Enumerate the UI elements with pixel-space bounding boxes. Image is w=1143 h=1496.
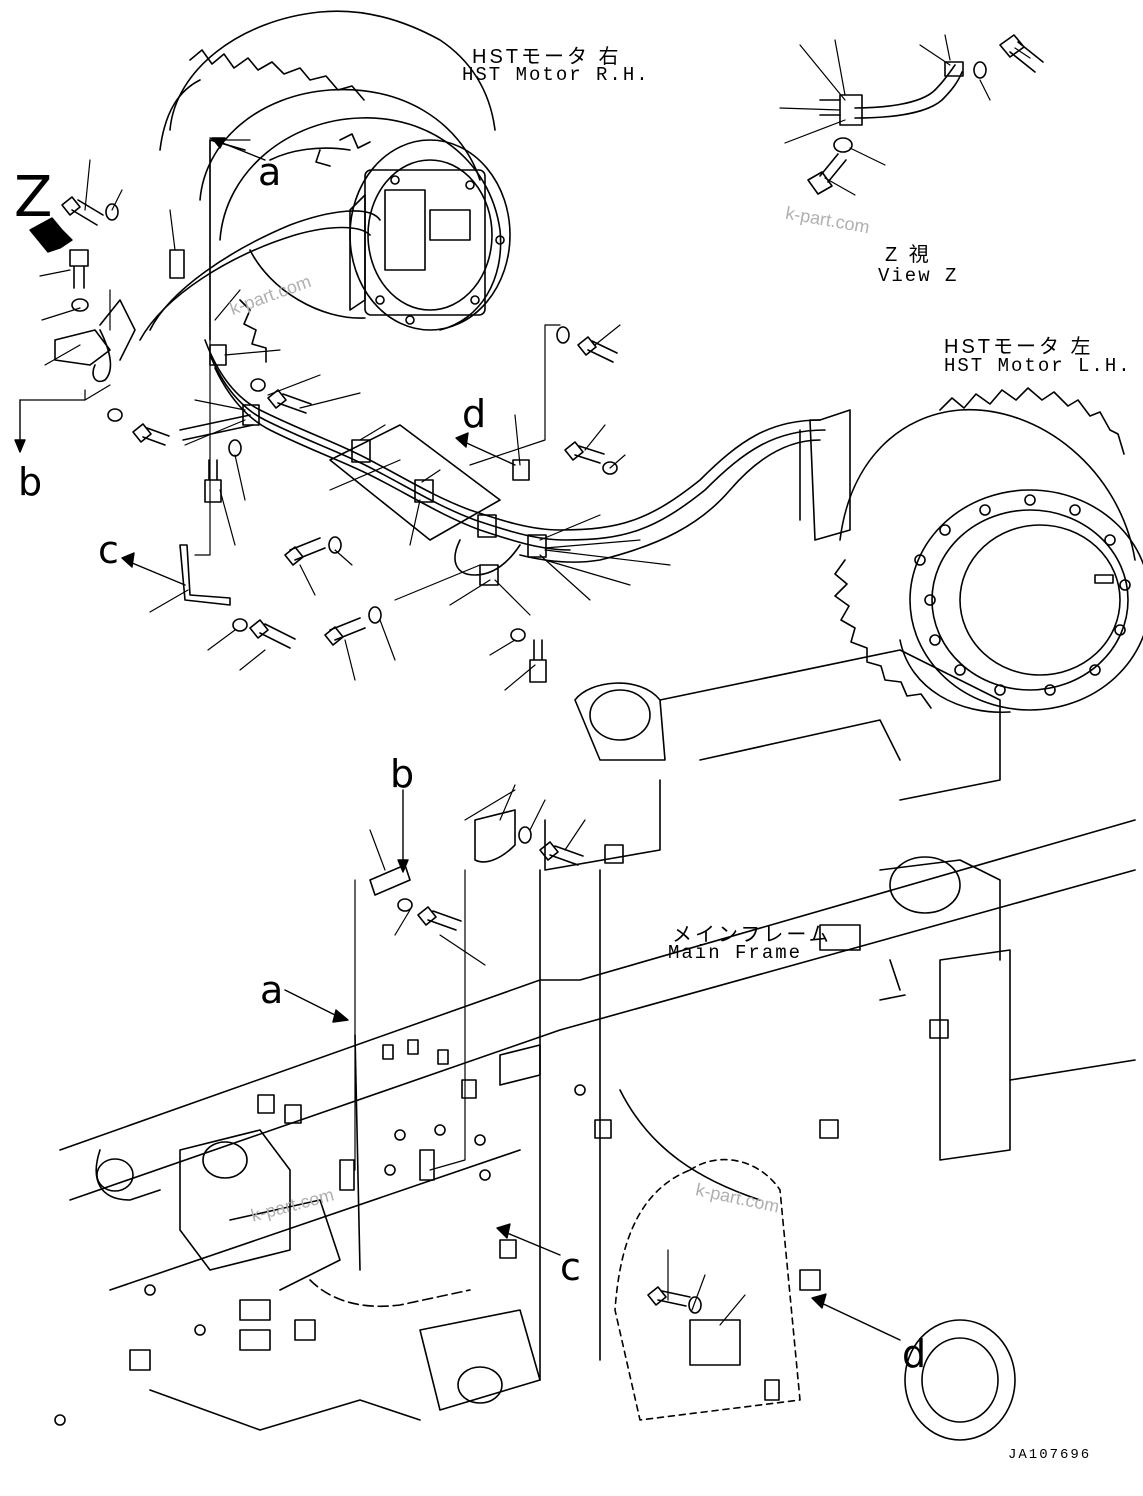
view-z-label-jp: Z 視 (885, 244, 932, 266)
main-frame-drawing (55, 650, 1135, 1440)
upper-fasteners (55, 197, 617, 682)
ref-b-lower: b (390, 752, 415, 796)
hst-motor-rh-drawing (160, 11, 510, 362)
leader-lines (20, 35, 1030, 1325)
ref-d-upper: d (462, 392, 487, 436)
ref-a-upper: a (258, 150, 282, 194)
ref-d-lower: d (902, 1332, 927, 1376)
motor-lh-label-jp: HSTモータ 左 (944, 336, 1094, 358)
main-frame-label-en: Main Frame (668, 942, 803, 964)
hose-routing (93, 211, 825, 575)
view-z-label-en: View Z (878, 265, 959, 287)
view-z-detail (808, 35, 1043, 194)
ref-c-lower: c (560, 1245, 581, 1289)
motor-lh-label-en: HST Motor L.H. (944, 355, 1132, 377)
motor-rh-label-jp: HSTモータ 右 (472, 46, 622, 68)
view-ref-z: Z (14, 165, 53, 230)
hst-motor-lh-drawing (800, 388, 1143, 712)
ref-c-upper: c (98, 528, 119, 572)
ref-a-lower: a (260, 968, 284, 1012)
ref-b-upper: b (18, 460, 43, 504)
motor-rh-label-en: HST Motor R.H. (462, 64, 650, 86)
drawing-code: JA107696 (1008, 1447, 1092, 1463)
callout-arrows (15, 138, 900, 1340)
main-frame-label-jp: メインフレーム (672, 924, 832, 946)
